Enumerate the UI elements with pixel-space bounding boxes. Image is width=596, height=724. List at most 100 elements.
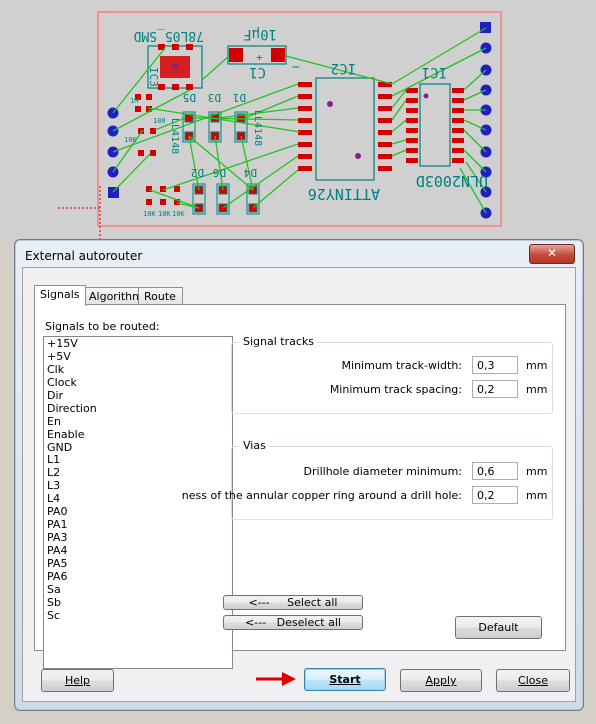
list-item[interactable]: GND bbox=[47, 440, 73, 454]
list-item[interactable]: +5V bbox=[47, 349, 71, 363]
drillhole-min-unit: mm bbox=[526, 465, 548, 478]
ic2-name-label: IC2 bbox=[331, 60, 356, 76]
close-window-button[interactable]: ✕ bbox=[529, 244, 575, 264]
apply-button[interactable]: Apply bbox=[400, 669, 482, 692]
list-item[interactable]: Direction bbox=[47, 401, 97, 415]
c1-name-label: C1 bbox=[249, 64, 266, 80]
list-item[interactable]: En bbox=[47, 414, 61, 428]
list-item[interactable]: L2 bbox=[47, 466, 61, 480]
tab-signals[interactable]: Signals bbox=[34, 285, 86, 306]
connector-left bbox=[107, 107, 119, 198]
min-track-spacing-label: Minimum track spacing: bbox=[329, 383, 462, 396]
min-track-width-input[interactable]: 0,3 bbox=[472, 356, 518, 374]
ll4148-label-1: LL4148 bbox=[169, 118, 180, 154]
list-item[interactable]: Sa bbox=[47, 582, 61, 596]
list-item[interactable]: PA3 bbox=[47, 531, 68, 545]
ic2-footprint bbox=[298, 77, 392, 181]
tab-algorithm[interactable]: Algorithm bbox=[83, 287, 149, 305]
resistor-10k-label-4: 10K bbox=[124, 136, 137, 144]
list-item[interactable]: Sb bbox=[47, 595, 61, 609]
start-button-label: Start bbox=[329, 673, 361, 686]
apply-button-label: Apply bbox=[425, 674, 457, 687]
select-all-label: Select all bbox=[287, 596, 338, 609]
signals-listbox[interactable]: +15V +5V Clk Clock Dir Direction En Enab… bbox=[43, 336, 233, 669]
list-item[interactable]: Dir bbox=[47, 388, 64, 402]
annular-ring-input[interactable]: 0,2 bbox=[472, 486, 518, 504]
airwires bbox=[112, 27, 487, 214]
signals-list-label: Signals to be routed: bbox=[45, 320, 160, 333]
tab-label: Signals bbox=[40, 288, 80, 301]
pcb-canvas[interactable]: 78L05_SMD IC3 10µF C1 + − IC2 ATTINY26 I… bbox=[0, 0, 596, 240]
tab-label: Algorithm bbox=[89, 290, 143, 303]
tab-route-layers[interactable]: Route layers bbox=[138, 287, 184, 320]
origin-marker-icon bbox=[58, 186, 101, 240]
ic3-value-label: 78L05_SMD bbox=[133, 28, 204, 43]
vias-group: Vias Drillhole diameter minimum: 0,6 mm … bbox=[182, 439, 553, 520]
resistor-10k-label-2: 10K bbox=[158, 210, 171, 218]
c1-footprint bbox=[227, 45, 287, 65]
d5-label: D5 bbox=[183, 91, 196, 104]
list-item[interactable]: Clk bbox=[47, 362, 65, 376]
signals-tab-panel: Signals to be routed: +15V +5V Clk Clock… bbox=[34, 304, 566, 669]
ic3-footprint bbox=[147, 44, 203, 90]
ic1-name-label: IC1 bbox=[422, 64, 447, 80]
external-autorouter-dialog: External autorouter ✕ Signals Algorithm … bbox=[14, 239, 584, 711]
list-item[interactable]: PA0 bbox=[47, 505, 68, 519]
list-item[interactable]: PA6 bbox=[47, 569, 68, 583]
close-button-label: Close bbox=[518, 674, 548, 687]
annular-ring-unit: mm bbox=[526, 489, 548, 502]
min-track-spacing-input[interactable]: 0,2 bbox=[472, 380, 518, 398]
d1-label: D1 bbox=[233, 91, 246, 104]
resistor-100-label: 100 bbox=[153, 117, 166, 125]
list-item[interactable]: Enable bbox=[47, 427, 85, 441]
dialog-title: External autorouter bbox=[25, 249, 143, 263]
dialog-titlebar[interactable]: External autorouter ✕ bbox=[15, 240, 583, 268]
c1-minus-label: − bbox=[292, 60, 300, 75]
drillhole-min-input[interactable]: 0,6 bbox=[472, 462, 518, 480]
resistor-10k-label-1: 10K bbox=[143, 210, 156, 218]
c1-plus-label: + bbox=[256, 51, 263, 64]
signal-tracks-title: Signal tracks bbox=[240, 335, 318, 348]
min-track-width-label: Minimum track-width: bbox=[341, 359, 462, 372]
annular-ring-label: ness of the annular copper ring around a… bbox=[181, 489, 462, 502]
list-item[interactable]: +15V bbox=[47, 337, 78, 350]
list-item[interactable]: L3 bbox=[47, 479, 61, 493]
d4-label: D4 bbox=[243, 166, 257, 179]
d3-label: D3 bbox=[208, 91, 221, 104]
resistor-1m-label: 1M bbox=[130, 97, 138, 105]
help-button[interactable]: Help bbox=[41, 669, 114, 692]
ic2-value-label: ATTINY26 bbox=[308, 185, 380, 203]
dialog-client-area: Signals Algorithm Route layers Signals t… bbox=[22, 267, 576, 702]
c1-value-label: 10µF bbox=[243, 26, 277, 42]
resistor-footprints bbox=[135, 94, 180, 205]
d6-label: D6 bbox=[213, 166, 226, 179]
ic1-footprint bbox=[406, 83, 464, 167]
min-track-spacing-unit: mm bbox=[526, 383, 548, 396]
close-icon: ✕ bbox=[546, 246, 558, 260]
d2-label: D2 bbox=[191, 166, 204, 179]
min-track-width-unit: mm bbox=[526, 359, 548, 372]
signal-tracks-group: Signal tracks Minimum track-width: 0,3 m… bbox=[231, 335, 553, 414]
start-button[interactable]: Start bbox=[304, 668, 386, 691]
board-outline bbox=[97, 11, 502, 227]
list-item[interactable]: PA1 bbox=[47, 518, 68, 532]
red-arrow-icon bbox=[256, 672, 296, 686]
list-item[interactable]: L4 bbox=[47, 492, 61, 506]
select-all-button[interactable]: <--- Select all bbox=[223, 595, 363, 610]
list-item[interactable]: PA4 bbox=[47, 544, 68, 557]
close-button[interactable]: Close bbox=[496, 669, 570, 692]
drillhole-min-label: Drillhole diameter minimum: bbox=[303, 465, 462, 478]
default-button[interactable]: Default bbox=[455, 616, 542, 639]
list-item[interactable]: L1 bbox=[47, 453, 61, 467]
list-item[interactable]: PA5 bbox=[47, 556, 68, 570]
select-all-arrow: <--- bbox=[248, 596, 270, 609]
deselect-all-button[interactable]: <--- Deselect all bbox=[223, 615, 363, 630]
deselect-all-arrow: <--- bbox=[245, 616, 267, 629]
pcb-board-drawing: 78L05_SMD IC3 10µF C1 + − IC2 ATTINY26 I… bbox=[58, 11, 502, 240]
ic3-name-label: IC3 bbox=[147, 67, 160, 87]
deselect-all-label: Deselect all bbox=[276, 616, 341, 629]
ll4148-label-2: LL4148 bbox=[252, 110, 263, 146]
list-item[interactable]: Sc bbox=[47, 608, 61, 622]
list-item[interactable]: Clock bbox=[47, 375, 77, 389]
help-button-label: Help bbox=[64, 674, 91, 687]
